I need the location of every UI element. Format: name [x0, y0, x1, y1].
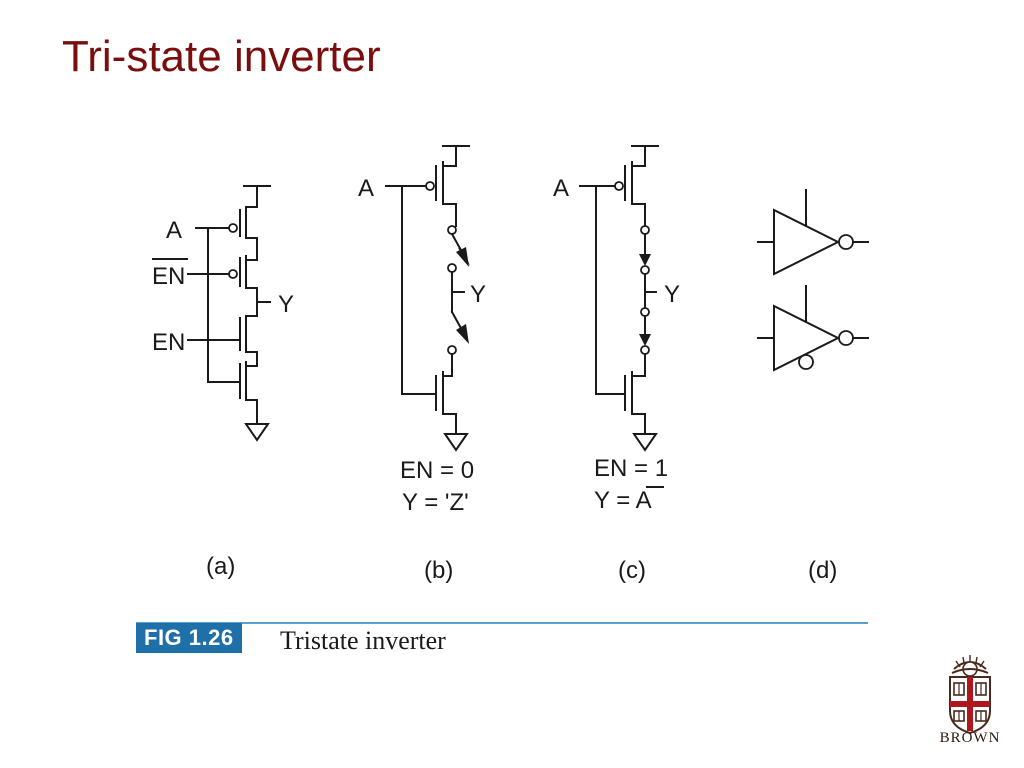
- a-bar: A: [636, 487, 652, 514]
- panel-label-b: (b): [424, 557, 453, 584]
- logo-sun-icon: [951, 655, 989, 677]
- circuit-a-en-label: EN: [152, 329, 185, 356]
- panel-label-c: (c): [618, 557, 646, 584]
- circuit-c: A Y EN = 1 Y = A (c): [553, 145, 680, 584]
- caption-rule: [136, 622, 868, 624]
- figure-caption: Tristate inverter: [280, 626, 446, 655]
- panel-label-a: (a): [206, 553, 235, 580]
- circuit-a-enbar-label: EN: [152, 263, 185, 290]
- circuit-a: A EN EN Y (a): [152, 185, 294, 580]
- circuit-b-input-label: A: [358, 175, 374, 202]
- circuit-c-input-label: A: [553, 175, 569, 202]
- circuit-b: A Y EN = 0 Y = 'Z' (b): [358, 145, 486, 584]
- logo-shield-icon: [949, 676, 991, 735]
- circuit-c-output-label: Y: [664, 281, 680, 308]
- figure-badge: FIG 1.26: [136, 623, 242, 653]
- circuit-d: (d): [757, 189, 869, 584]
- circuit-b-condition-2: Y = 'Z': [402, 489, 469, 516]
- circuit-a-output-label: Y: [278, 291, 294, 318]
- circuit-c-condition-1: EN = 1: [594, 455, 668, 482]
- circuit-c-condition-2: Y = A: [594, 487, 652, 514]
- circuit-a-input-label: A: [166, 217, 182, 244]
- slide-title: Tri-state inverter: [62, 32, 381, 81]
- circuit-b-output-label: Y: [470, 281, 486, 308]
- circuit-b-condition-1: EN = 0: [400, 457, 474, 484]
- brown-logo: [949, 655, 991, 735]
- brown-logo-text: BROWN: [939, 730, 1001, 746]
- panel-label-d: (d): [808, 557, 837, 584]
